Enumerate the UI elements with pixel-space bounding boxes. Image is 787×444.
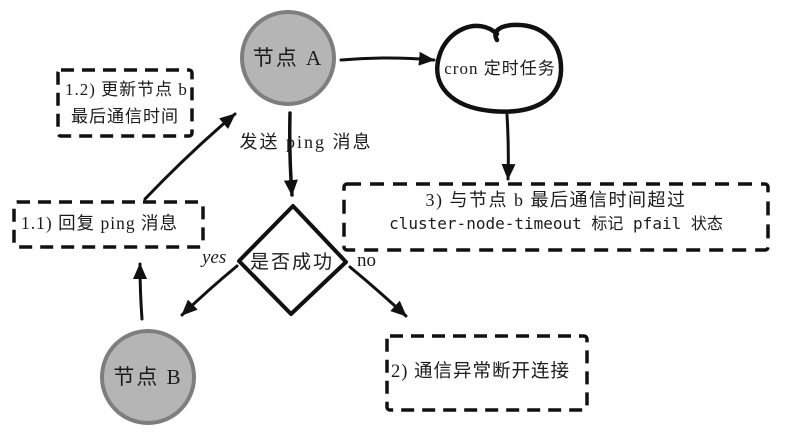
cron-task-cloud <box>435 22 564 114</box>
arrow-cron-to-pfail-box <box>501 113 516 181</box>
node-a-circle <box>240 10 336 106</box>
arrow-decision-no-to-disconnect-box <box>348 265 408 318</box>
decision-diamond <box>237 204 348 316</box>
node-b-circle <box>100 329 196 425</box>
arrow-decision-yes-to-node-b <box>180 264 239 317</box>
arrow-node-b-to-reply-box <box>133 262 148 321</box>
reply-ping-box <box>12 200 205 249</box>
arrow-reply-box-to-node-a <box>143 112 237 201</box>
arrow-node-a-to-cron <box>339 51 436 66</box>
disconnect-box <box>385 334 589 412</box>
arrow-node-a-to-decision <box>283 111 298 197</box>
update-time-box <box>56 68 194 138</box>
pfail-box <box>342 182 770 252</box>
